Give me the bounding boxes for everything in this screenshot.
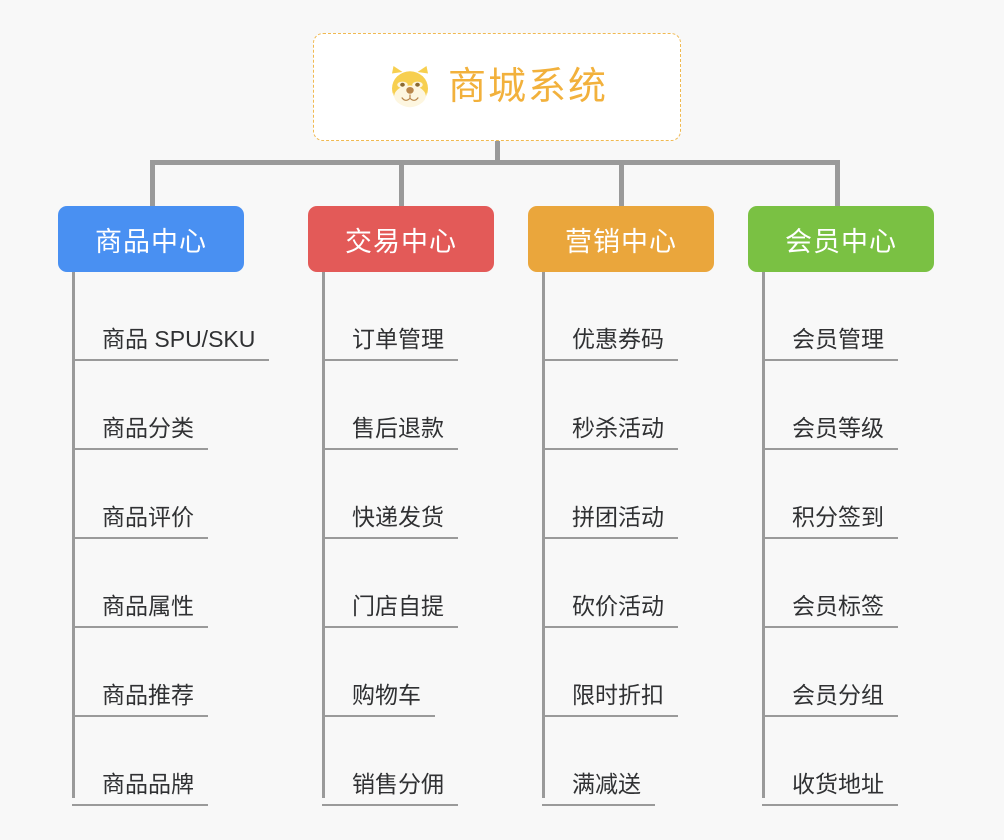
connector-drop-1 [150,160,155,206]
leaf-item[interactable]: 订单管理 [322,272,458,361]
leaf-underline: 会员分组 [762,681,898,717]
root-title: 商城系统 [447,66,608,108]
leaf-underline: 商品属性 [72,592,208,628]
leaf-underline: 商品品牌 [72,770,208,806]
leaf-underline: 商品推荐 [72,681,208,717]
leaf-item[interactable]: 销售分佣 [322,717,458,806]
leaf-item[interactable]: 商品推荐 [72,628,208,717]
leaf-spine-2 [322,272,325,798]
leaf-underline: 积分签到 [762,503,898,539]
leaf-item[interactable]: 拼团活动 [542,450,678,539]
leaf-underline: 收货地址 [762,770,898,806]
leaf-underline: 商品评价 [72,503,208,539]
leaf-item[interactable]: 商品品牌 [72,717,208,806]
shiba-dog-face-icon [386,63,434,111]
leaf-item[interactable]: 会员等级 [762,361,898,450]
leaf-item[interactable]: 商品 SPU/SKU [72,272,270,361]
leaf-item[interactable]: 商品评价 [72,450,208,539]
leaf-item[interactable]: 购物车 [322,628,435,717]
leaf-spine-4 [762,272,765,798]
leaf-item[interactable]: 积分签到 [762,450,898,539]
leaf-label: 商品分类 [102,414,194,441]
leaf-label: 门店自提 [352,592,444,619]
leaf-label: 商品推荐 [102,681,194,708]
category-header-1-label: 商品中心 [95,226,207,257]
category-header-2[interactable]: 交易中心 [308,206,494,272]
leaf-underline: 销售分佣 [322,770,458,806]
leaf-underline: 购物车 [322,681,435,717]
leaf-label: 限时折扣 [572,681,664,708]
leaf-label: 商品属性 [102,592,194,619]
leaf-label: 销售分佣 [352,770,444,797]
leaf-item[interactable]: 砍价活动 [542,539,678,628]
leaf-item[interactable]: 优惠券码 [542,272,678,361]
category-header-3-label: 营销中心 [565,226,677,257]
leaf-underline: 优惠券码 [542,325,678,361]
leaf-label: 秒杀活动 [572,414,664,441]
leaf-underline: 会员管理 [762,325,898,361]
leaf-spine-3 [542,272,545,798]
leaf-item[interactable]: 商品属性 [72,539,208,628]
connector-drop-3 [619,160,624,206]
leaf-underline: 秒杀活动 [542,414,678,450]
leaf-label: 会员标签 [792,592,884,619]
leaf-underline: 限时折扣 [542,681,678,717]
connector-drop-2 [399,160,404,206]
leaf-underline: 会员等级 [762,414,898,450]
leaf-label: 优惠券码 [572,325,664,352]
leaf-underline: 售后退款 [322,414,458,450]
leaf-label: 会员等级 [792,414,884,441]
category-header-3[interactable]: 营销中心 [528,206,714,272]
root-node[interactable]: 商城系统 [313,33,681,141]
leaf-spine-1 [72,272,75,798]
connector-root-stem [495,141,500,162]
leaf-item[interactable]: 售后退款 [322,361,458,450]
leaf-item[interactable]: 门店自提 [322,539,458,628]
leaf-underline: 商品 SPU/SKU [72,325,270,361]
leaf-item[interactable]: 限时折扣 [542,628,678,717]
leaf-underline: 商品分类 [72,414,208,450]
leaf-label: 会员管理 [792,325,884,352]
leaf-label: 购物车 [352,681,421,708]
leaf-label: 会员分组 [792,681,884,708]
leaf-label: 收货地址 [792,770,884,797]
leaf-underline: 订单管理 [322,325,458,361]
leaf-label: 快递发货 [352,503,444,530]
leaf-label: 商品 SPU/SKU [102,325,256,352]
leaf-item[interactable]: 满减送 [542,717,655,806]
leaf-underline: 会员标签 [762,592,898,628]
leaf-item[interactable]: 会员分组 [762,628,898,717]
leaf-label: 满减送 [572,770,641,797]
category-header-1[interactable]: 商品中心 [58,206,244,272]
leaf-item[interactable]: 会员管理 [762,272,898,361]
leaf-underline: 拼团活动 [542,503,678,539]
leaf-label: 商品品牌 [102,770,194,797]
leaf-underline: 满减送 [542,770,655,806]
leaf-item[interactable]: 秒杀活动 [542,361,678,450]
leaf-item[interactable]: 收货地址 [762,717,898,806]
leaf-label: 订单管理 [352,325,444,352]
leaf-label: 商品评价 [102,503,194,530]
leaf-underline: 砍价活动 [542,592,678,628]
leaf-label: 售后退款 [352,414,444,441]
leaf-label: 砍价活动 [572,592,664,619]
category-header-4-label: 会员中心 [785,226,897,257]
leaf-item[interactable]: 快递发货 [322,450,458,539]
leaf-label: 拼团活动 [572,503,664,530]
connector-trunk-bar [150,160,840,165]
leaf-item[interactable]: 会员标签 [762,539,898,628]
leaf-item[interactable]: 商品分类 [72,361,208,450]
category-header-4[interactable]: 会员中心 [748,206,934,272]
leaf-underline: 门店自提 [322,592,458,628]
category-header-2-label: 交易中心 [345,226,457,257]
leaf-underline: 快递发货 [322,503,458,539]
connector-drop-4 [835,160,840,206]
leaf-label: 积分签到 [792,503,884,530]
